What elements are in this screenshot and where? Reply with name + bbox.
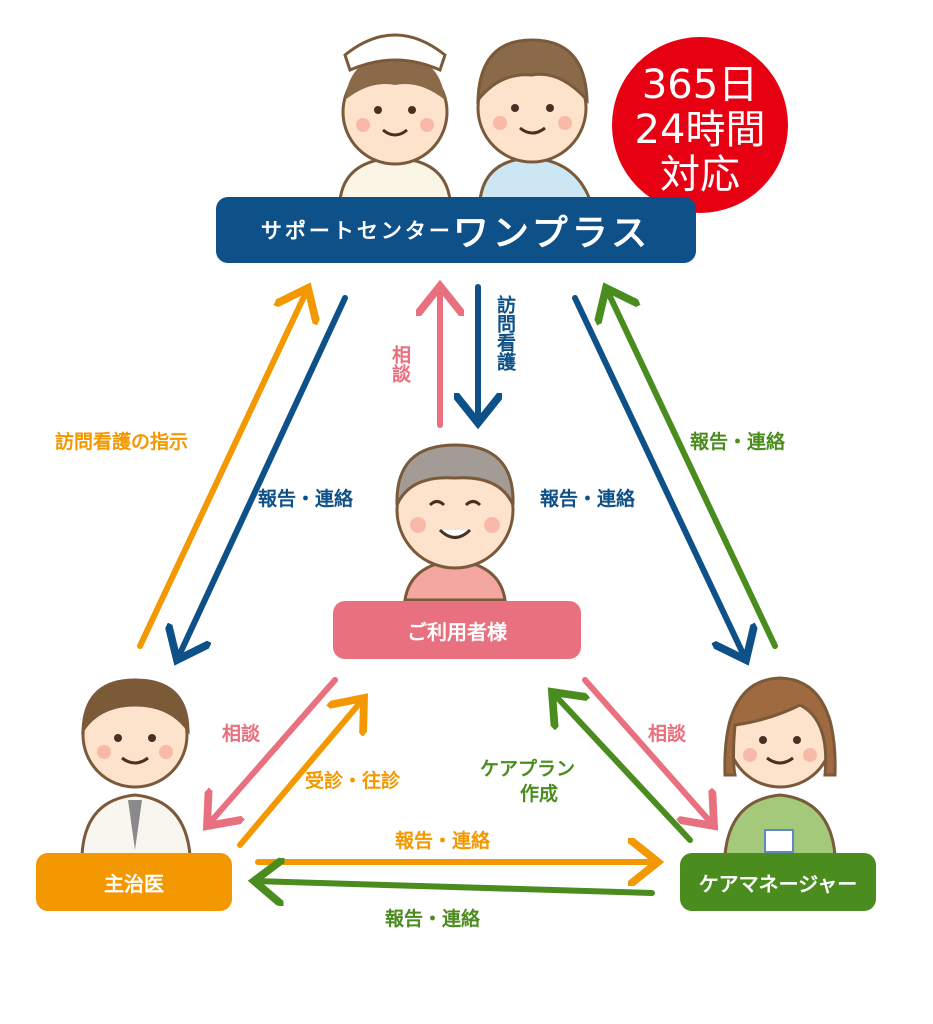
label-consult-top: 相談 [389,345,411,384]
label-care-plan-1: ケアプラン [480,757,575,780]
label-visit-nursing-top: 訪問看護 [494,294,517,372]
user-box: ご利用者様 [333,601,581,659]
elderly-user-illustration [395,443,515,602]
badge-line2: 24時間 [635,107,766,153]
label-care-plan-2: 作成 [520,782,558,805]
doctor-illustration [80,678,192,857]
id-badge-icon [764,829,794,853]
care-manager-illustration [723,676,837,857]
center-title-small: サポートセンター [260,219,453,243]
label-report-far-right: 報告・連絡 [690,430,786,453]
24h-badge [612,37,788,213]
care-manager-box: ケアマネージャー [680,853,876,911]
arrow-caremanager-to-doctor [254,881,655,893]
doctor-label: 主治医 [104,871,164,896]
support-center-box: サポートセンター ワンプラス [216,197,696,263]
nurse-male-illustration [476,38,593,202]
arrow-caremanager-to-user [552,692,693,843]
arrow-caremanager-to-center [606,288,778,649]
nurse-illustration [338,33,452,202]
center-title-large: ワンプラス [452,213,652,254]
arrow-center-to-doctor [177,295,348,660]
arrow-doctor-to-user [237,698,364,848]
label-consult-left: 相談 [222,722,261,745]
badge-line3: 対応 [660,152,740,198]
user-label: ご利用者様 [407,619,507,644]
label-report-right: 報告・連絡 [540,487,636,510]
label-consult-right: 相談 [648,722,687,745]
care-manager-label: ケアマネージャー [698,871,858,896]
label-report-bottom: 報告・連絡 [385,907,481,930]
label-instruction: 訪問看護の指示 [55,430,188,453]
arrow-center-to-caremanager [572,295,746,660]
label-visit-doctor: 受診・往診 [305,769,401,792]
doctor-box: 主治医 [36,853,232,911]
arrow-doctor-to-center [137,288,308,649]
arrow-user-to-doctor [207,677,338,826]
badge-line1: 365日 [642,62,758,108]
label-report-bottom-top: 報告・連絡 [395,829,491,852]
label-report-left: 報告・連絡 [258,487,354,510]
arrow-user-to-caremanager [582,677,714,826]
